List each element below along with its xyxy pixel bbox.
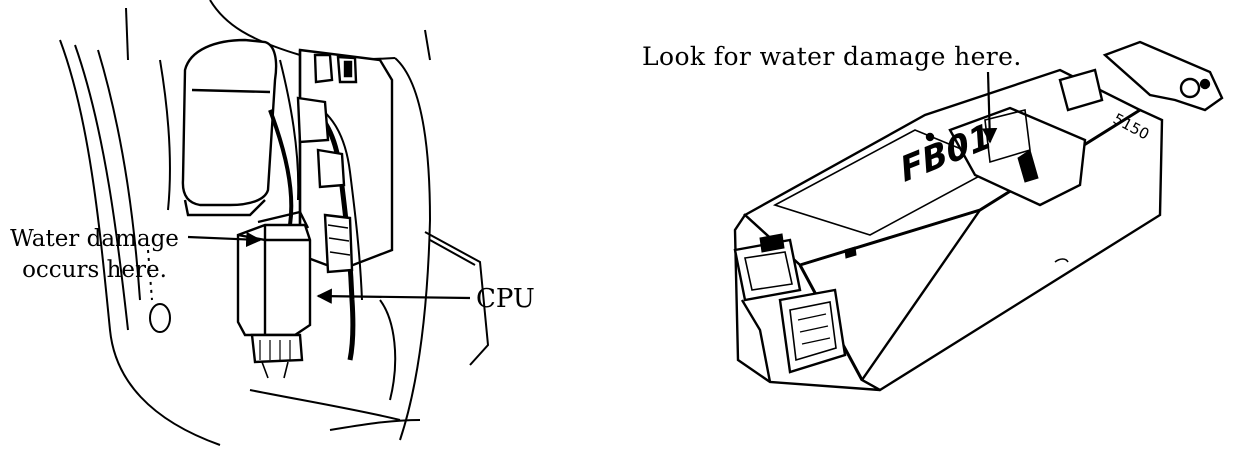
water-damage-leader <box>187 231 262 248</box>
water-damage-line1: Water damage <box>10 226 179 252</box>
cpu-callout: CPU <box>476 284 535 314</box>
cpu-leader <box>316 288 471 304</box>
callout-leaders-left <box>187 231 471 304</box>
relay-block-illustration <box>181 38 394 379</box>
fb01-module-illustration <box>733 40 1224 392</box>
water-damage-callout: Water damage occurs here. <box>2 224 187 286</box>
water-damage-look-leader <box>981 71 998 144</box>
look-for-water-callout: Look for water damage here. <box>642 42 1022 71</box>
water-damage-line2: occurs here. <box>22 257 167 283</box>
callout-leader-right <box>981 71 998 144</box>
